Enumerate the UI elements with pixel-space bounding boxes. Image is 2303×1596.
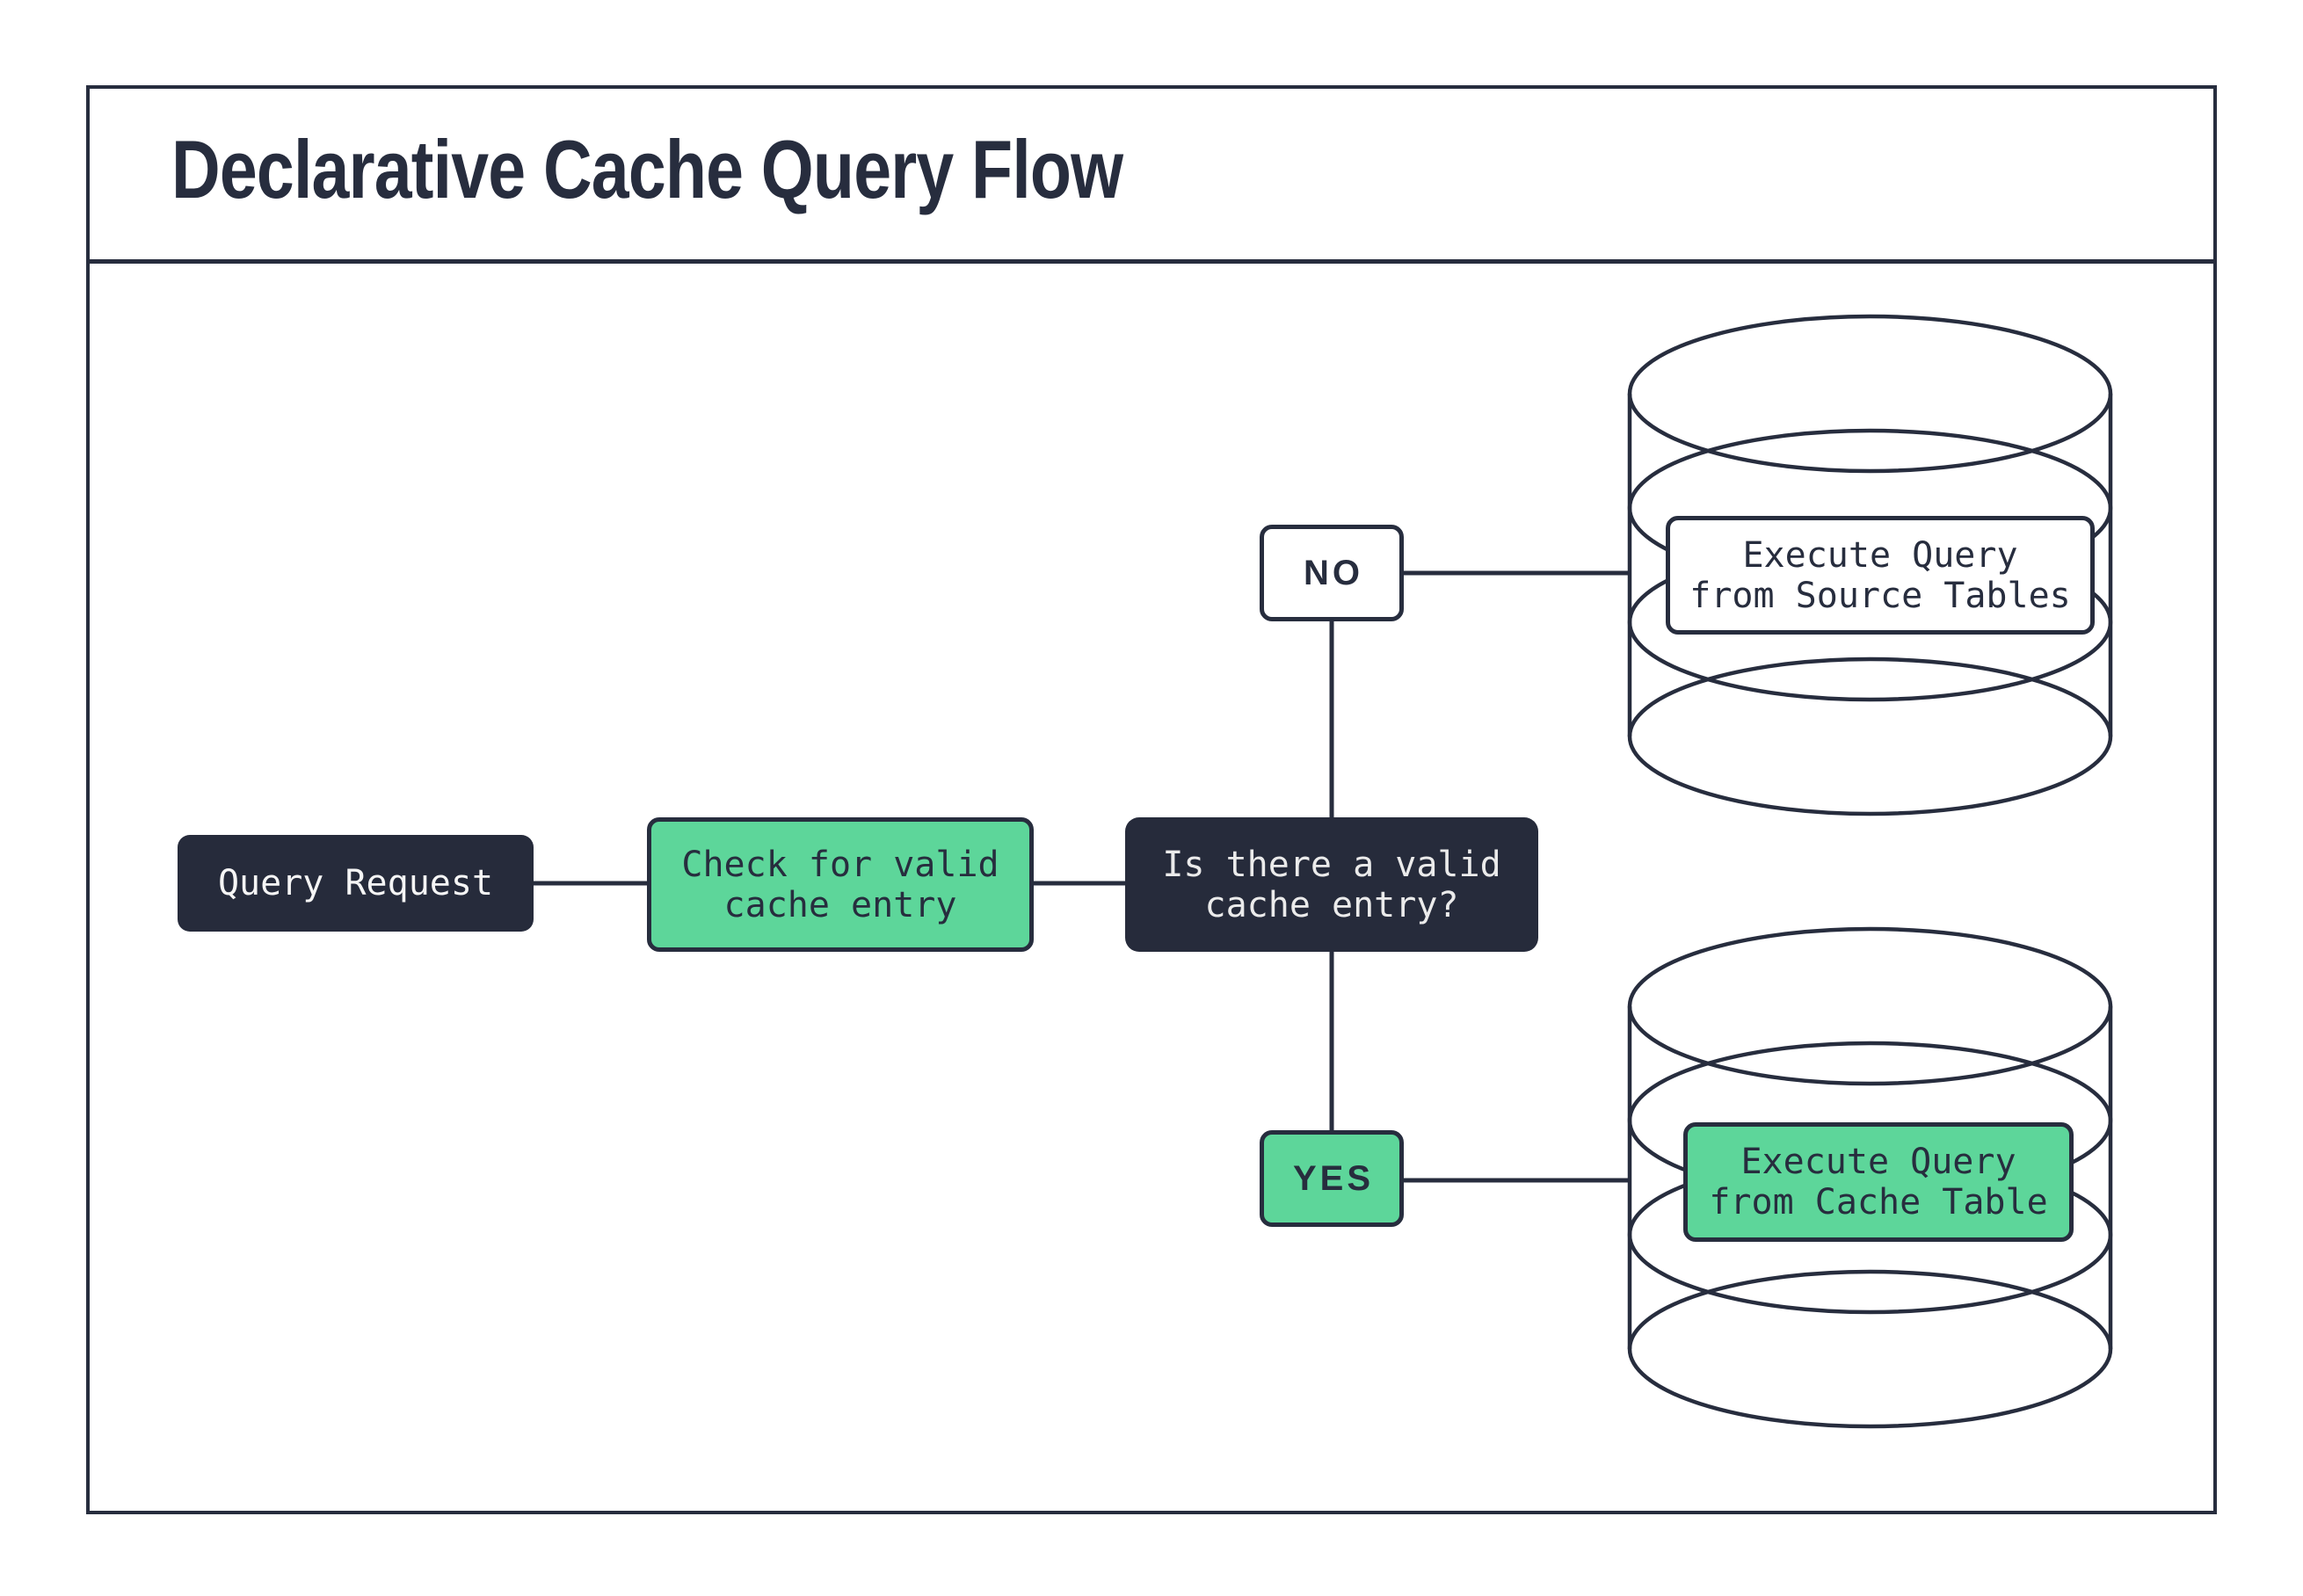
node-decision-valid-cache: Is there a valid cache entry? — [1125, 817, 1538, 952]
diagram-frame — [86, 85, 2217, 1514]
node-query-request: Query Request — [178, 835, 534, 932]
source-db-cylinder — [1627, 314, 2113, 816]
node-execute-source-tables: Execute Query from Source Tables — [1666, 516, 2095, 635]
node-execute-cache-table: Execute Query from Cache Table — [1683, 1122, 2074, 1242]
branch-label-no: NO — [1260, 525, 1404, 621]
node-check-cache: Check for valid cache entry — [647, 817, 1034, 952]
header-divider — [86, 259, 2217, 264]
branch-label-yes: YES — [1260, 1130, 1404, 1227]
page-title: Declarative Cache Query Flow — [171, 123, 1123, 215]
cache-db-cylinder — [1627, 926, 2113, 1429]
